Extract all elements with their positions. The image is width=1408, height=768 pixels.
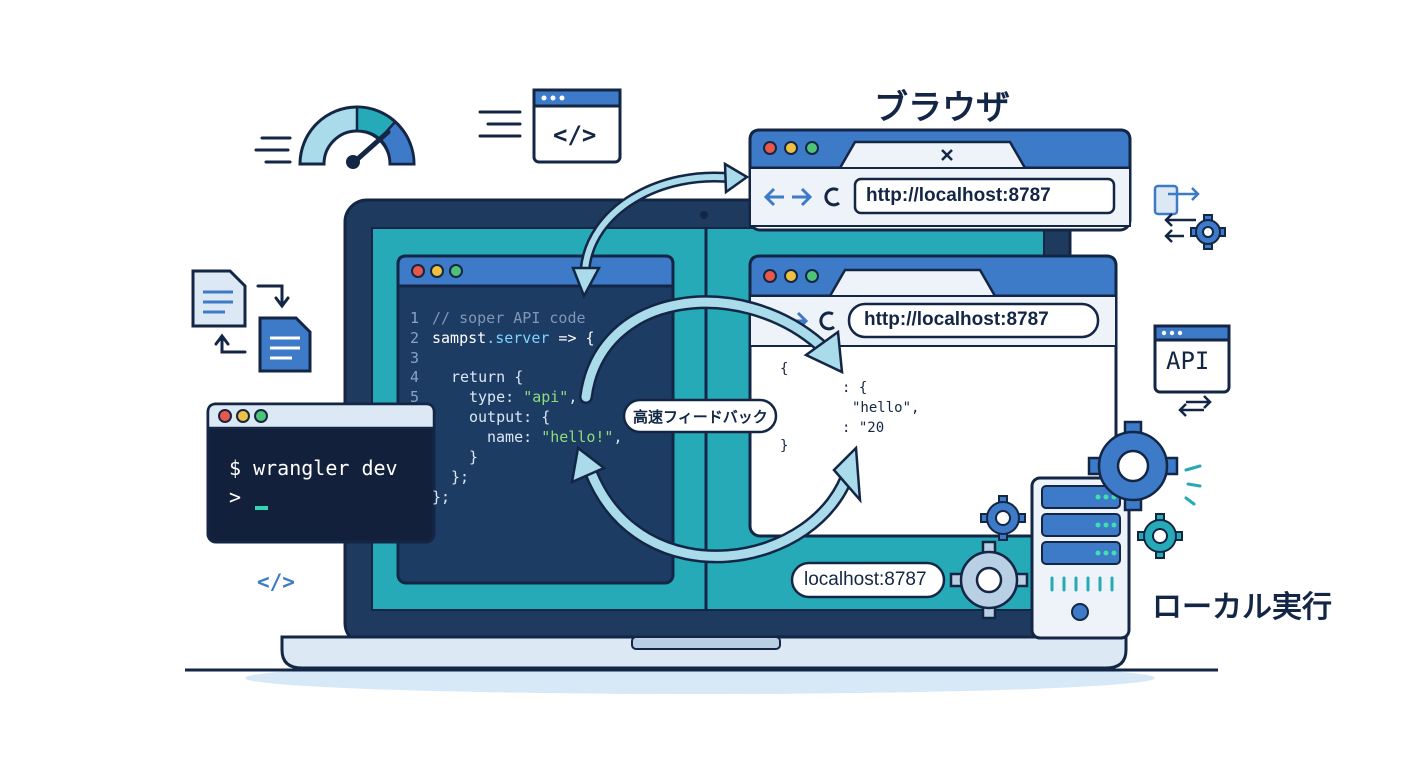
code-line-2: sampst.server => { <box>432 329 595 347</box>
front-url-bar[interactable] <box>847 302 1100 339</box>
sparkle-icon <box>1184 464 1202 506</box>
line-number: 1 <box>410 309 420 327</box>
code-close-outer: }; <box>432 488 451 506</box>
code-close-mid: }; <box>451 468 470 486</box>
line-number: 5 <box>410 388 420 407</box>
back-min-dot[interactable] <box>784 141 798 155</box>
gear-icon <box>1190 214 1226 250</box>
gear-icon <box>1087 420 1179 512</box>
localhost-pill <box>790 561 946 599</box>
line-number: 4 <box>410 368 420 387</box>
arrow-head-to-browser <box>723 161 750 195</box>
forward-arrow-icon[interactable] <box>792 187 813 207</box>
code-window-icon <box>478 88 622 164</box>
browser-back-window <box>748 128 1132 232</box>
document-icon <box>191 269 247 328</box>
browser-title: ブラウザ <box>874 88 1010 128</box>
editor-close-dot[interactable] <box>411 264 425 278</box>
code-output: output: { <box>469 408 551 426</box>
front-url-text: http://localhost:8787 <box>864 309 1049 330</box>
gear-icon <box>949 540 1029 620</box>
api-window-icon <box>1153 324 1231 417</box>
front-min-dot[interactable] <box>784 269 798 283</box>
code-punct: , <box>568 388 578 406</box>
terminal-max-dot[interactable] <box>254 409 268 423</box>
code-line-type: type: "api", <box>469 388 577 406</box>
server-tower <box>1030 476 1131 640</box>
editor-min-dot[interactable] <box>430 264 444 278</box>
arrow-head-left-up <box>570 445 607 485</box>
feedback-arrows <box>579 171 857 564</box>
terminal-close-dot[interactable] <box>218 409 232 423</box>
back-url-bar[interactable] <box>853 177 1116 215</box>
code-key: name: <box>487 428 542 446</box>
response-line: } <box>780 438 789 454</box>
back-max-dot[interactable] <box>805 141 819 155</box>
line-number: 2 <box>410 328 420 347</box>
arrow-head-to-editor <box>571 266 602 299</box>
reload-icon[interactable] <box>824 187 840 207</box>
power-button[interactable] <box>1071 603 1089 621</box>
line-number: 3 <box>410 348 420 367</box>
terminal-prompt: > <box>229 485 242 509</box>
document-icon <box>258 316 312 373</box>
tab-close-icon[interactable] <box>941 149 953 161</box>
sync-arrow-icon <box>214 284 290 354</box>
api-icon: API <box>1166 347 1210 375</box>
back-url-text: http://localhost:8787 <box>866 185 1051 206</box>
code-return: return { <box>451 368 524 386</box>
feedback-label: 高速フィードバック <box>633 408 768 426</box>
code-string: "hello!" <box>541 428 614 446</box>
front-max-dot[interactable] <box>805 269 819 283</box>
response-line: : "20 <box>842 420 885 436</box>
response-line: "hello", <box>852 400 920 416</box>
response-line: : { <box>842 380 868 396</box>
code-string: "api" <box>523 388 569 406</box>
code-comment: // soper API code <box>432 309 586 327</box>
local-run-label: ローカル実行 <box>1152 590 1332 625</box>
gear-icon <box>1137 513 1183 559</box>
arrow-head-bottom-right <box>832 445 862 504</box>
transfer-icon <box>1153 184 1200 243</box>
front-close-dot[interactable] <box>763 269 777 283</box>
gear-icon <box>980 495 1026 541</box>
code-tag-icon: </> <box>257 570 295 594</box>
terminal-cursor <box>255 506 268 510</box>
terminal-command: $ wrangler dev <box>229 456 398 480</box>
server-address: localhost:8787 <box>804 569 927 590</box>
response-line: { <box>780 361 789 377</box>
code-property: .server <box>486 329 550 347</box>
reload-icon[interactable] <box>819 311 835 331</box>
code-tag-icon: </> <box>553 121 597 149</box>
code-line-name: name: "hello!", <box>487 428 622 446</box>
speedometer-icon <box>254 105 416 169</box>
editor-max-dot[interactable] <box>449 264 463 278</box>
back-arrow-icon[interactable] <box>763 187 784 207</box>
editor-line-numbers: 1 2 3 4 5 <box>410 309 419 408</box>
code-arrow: => { <box>549 329 595 347</box>
code-object: sampst <box>432 329 487 347</box>
back-close-dot[interactable] <box>763 141 777 155</box>
code-punct: , <box>613 428 623 446</box>
terminal-min-dot[interactable] <box>236 409 250 423</box>
code-close-inner: } <box>469 448 479 466</box>
code-key: type: <box>469 388 524 406</box>
terminal-window <box>206 402 436 544</box>
feedback-pill <box>622 398 778 434</box>
arrow-head-right-down <box>803 329 844 375</box>
